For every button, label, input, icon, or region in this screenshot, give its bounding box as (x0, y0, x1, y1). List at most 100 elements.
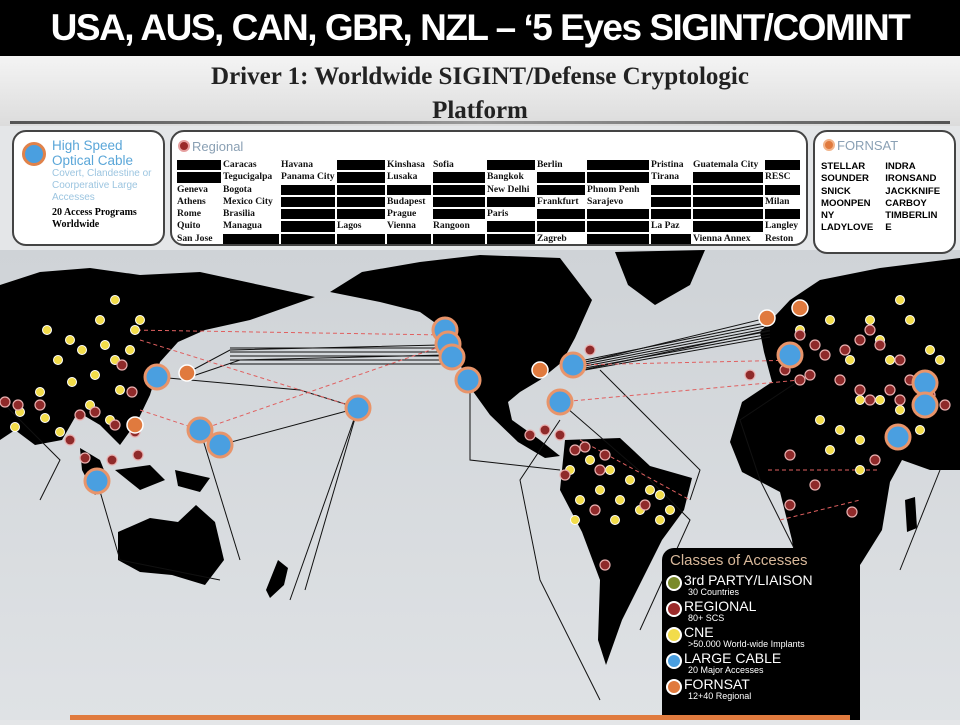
regional-site: Athens (177, 195, 206, 207)
redacted-block (281, 184, 335, 195)
regional-dot (804, 369, 816, 381)
redacted-block (587, 209, 649, 220)
redacted-block (337, 209, 385, 220)
legend-item-name: CNE (684, 624, 714, 640)
regional-site: Sofia (433, 159, 454, 170)
redacted-block (693, 221, 763, 232)
regional-dot (89, 406, 101, 418)
cne-dot (67, 377, 77, 387)
cne-dot (655, 490, 665, 500)
cne-dot (65, 335, 75, 345)
indonesia-landmass (80, 448, 210, 495)
redacted-block (651, 209, 691, 220)
access-points (0, 295, 951, 571)
regional-dot (599, 449, 611, 461)
footer-accent-bar (70, 715, 850, 720)
redacted-block (651, 233, 691, 245)
fornsat-site: MOONPEN (821, 197, 871, 209)
high-speed-cable-panel: High Speed Optical Cable Covert, Clandes… (12, 130, 165, 246)
cne-dot (95, 315, 105, 325)
regional-site: Bangkok (487, 171, 524, 183)
legend-dot-icon (666, 575, 682, 591)
cne-dot (605, 465, 615, 475)
cne-dot (110, 295, 120, 305)
regional-site: Rangoon (433, 220, 470, 232)
fornsat-site: LADYLOVE (821, 222, 874, 234)
cne-dot (825, 315, 835, 325)
regional-site: Pristina (651, 159, 684, 170)
redacted-block (337, 172, 385, 183)
regional-dot (854, 334, 866, 346)
regional-dot (884, 384, 896, 396)
regional-site: Guatemala City (693, 159, 759, 170)
cne-dot (55, 427, 65, 437)
regional-site: Frankfurt (537, 195, 579, 207)
redacted-block (387, 184, 431, 195)
regional-dot (846, 506, 858, 518)
asia-landmass (0, 268, 315, 445)
cne-dot (585, 455, 595, 465)
cne-dot (865, 315, 875, 325)
cable-line (96, 480, 221, 581)
fornsat-dot (178, 364, 196, 382)
legend-item-name: FORNSAT (684, 676, 750, 692)
cne-dot (875, 395, 885, 405)
new-zealand-landmass (266, 560, 288, 598)
regional-site: Reston (765, 232, 794, 244)
australia-landmass (118, 505, 224, 585)
regional-dot (0, 396, 11, 408)
large-cable-dot (911, 369, 939, 397)
cne-dot (645, 485, 655, 495)
fornsat-site: TIMBERLIN (885, 210, 938, 222)
regional-site: Vienna (387, 220, 416, 232)
redacted-block (693, 184, 763, 195)
regional-dot (809, 339, 821, 351)
link-lines (129, 329, 880, 521)
redacted-block (487, 196, 535, 208)
regional-site: Quito (177, 220, 201, 232)
fornsat-site: STELLAR (821, 161, 866, 172)
legend-item-sub: 30 Countries (688, 587, 740, 597)
subtitle-line-1: Driver 1: Worldwide SIGINT/Defense Crypt… (211, 63, 749, 90)
redacted-block (537, 221, 585, 232)
cable-line (219, 407, 359, 446)
cable-line (899, 469, 941, 571)
cable-line (0, 399, 61, 501)
cable-line (584, 330, 771, 367)
cne-dot (35, 387, 45, 397)
cable-line (289, 407, 359, 601)
cne-dot (40, 413, 50, 423)
redacted-block (337, 184, 385, 195)
fornsat-dot (791, 299, 809, 317)
cable-line (304, 407, 359, 591)
redacted-block (537, 209, 585, 220)
fornsat-title: FORNSAT (837, 138, 899, 153)
redacted-block (537, 184, 585, 195)
link-line (129, 329, 446, 336)
regional-dot (126, 386, 138, 398)
regional-dot (864, 394, 876, 406)
legend-item-sub: 12+40 Regional (688, 691, 752, 701)
legend-title: Classes of Accesses (670, 552, 808, 569)
redacted-block (281, 196, 335, 208)
legend-dot-icon (666, 653, 682, 669)
cne-dot (665, 505, 675, 515)
regional-dot (74, 409, 86, 421)
legend-item-sub: 80+ SCS (688, 613, 725, 623)
cne-dot (115, 385, 125, 395)
link-line (199, 344, 446, 431)
slide-subtitle: Driver 1: Worldwide SIGINT/Defense Crypt… (0, 56, 960, 126)
link-line (559, 379, 801, 403)
regional-dot (594, 464, 606, 476)
redacted-block (337, 233, 385, 245)
regional-dot (569, 444, 581, 456)
cable-line (584, 336, 771, 371)
large-cable-dot (438, 343, 466, 371)
regional-site: Berlin (537, 159, 563, 170)
redacted-block (537, 172, 585, 183)
fornsat-site: JACKKNIFE (885, 185, 941, 197)
